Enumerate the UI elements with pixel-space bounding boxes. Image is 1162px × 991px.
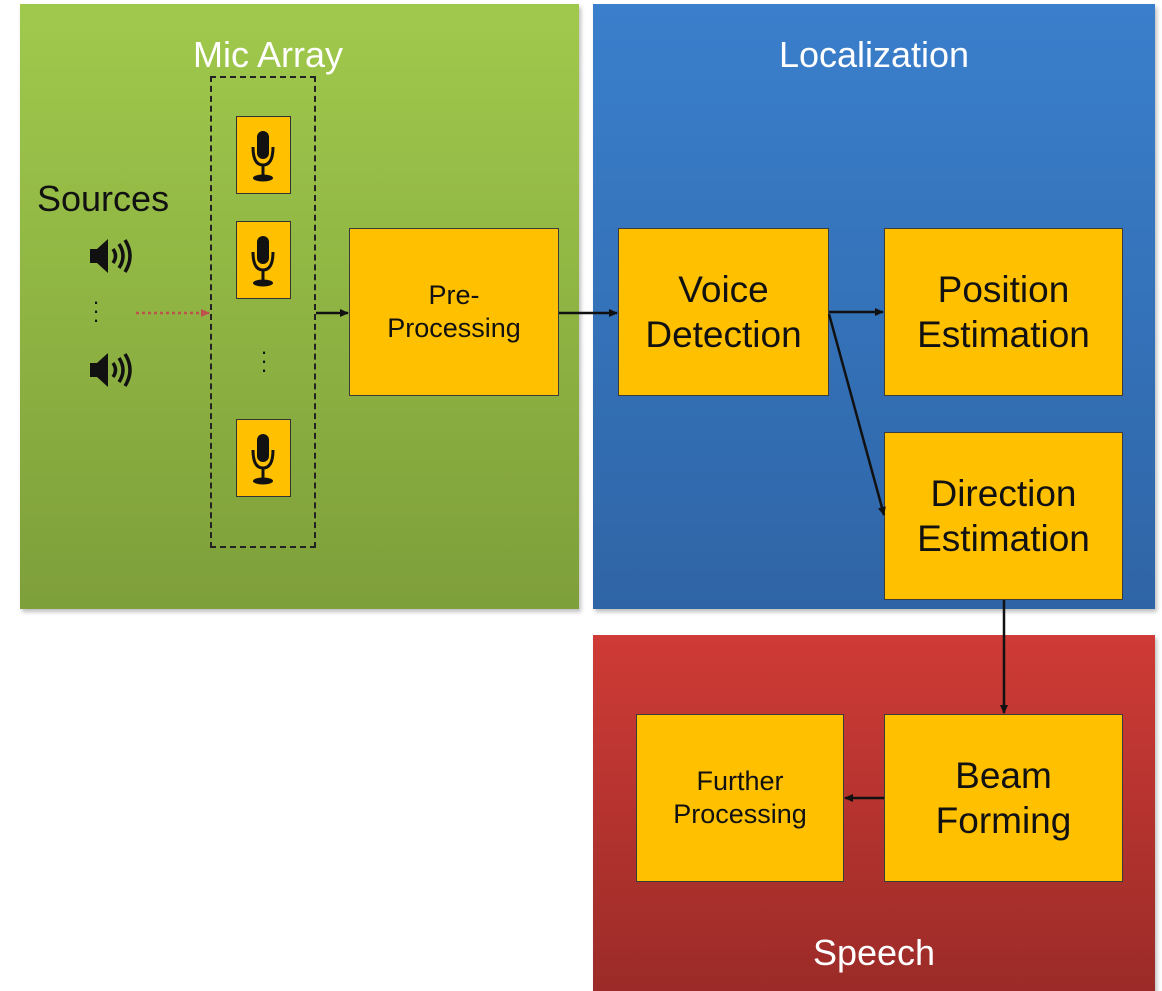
position-estimation-line2: Estimation xyxy=(917,314,1090,355)
pre-processing-line1: Pre- xyxy=(428,280,480,311)
beam-forming-line2: Forming xyxy=(935,800,1072,841)
speaker-icon xyxy=(90,239,132,273)
microphone-icon xyxy=(236,116,291,194)
direction-estimation-line1: Direction xyxy=(930,472,1077,514)
further-processing-line1: Further xyxy=(696,766,784,797)
microphone-icon xyxy=(236,419,291,497)
voice-detection-line1: Voice xyxy=(678,268,769,310)
mic-array-title: Mic Array xyxy=(192,34,343,75)
further-processing-box: Further Processing xyxy=(636,714,844,882)
microphone-icon xyxy=(236,221,291,299)
speech-title: Speech xyxy=(812,932,936,973)
sources-label: Sources xyxy=(37,178,170,219)
position-estimation-line1: Position xyxy=(937,268,1070,310)
beam-forming-box: Beam Forming xyxy=(884,714,1123,882)
pre-processing-box: Pre- Processing xyxy=(349,228,559,396)
further-processing-line2: Processing xyxy=(673,799,807,829)
voice-detection-box: Voice Detection xyxy=(618,228,829,396)
beam-forming-line1: Beam xyxy=(955,754,1052,796)
direction-estimation-line2: Estimation xyxy=(917,518,1090,559)
mic-ellipsis: ··· xyxy=(260,339,268,382)
localization-title: Localization xyxy=(778,34,970,75)
voice-detection-line2: Detection xyxy=(645,314,802,355)
speaker-icon xyxy=(90,353,132,387)
direction-estimation-box: Direction Estimation xyxy=(884,432,1123,600)
pre-processing-line2: Processing xyxy=(387,313,521,343)
position-estimation-box: Position Estimation xyxy=(884,228,1123,396)
sources-ellipsis: ··· xyxy=(92,289,100,332)
mic-array-group xyxy=(210,76,316,548)
